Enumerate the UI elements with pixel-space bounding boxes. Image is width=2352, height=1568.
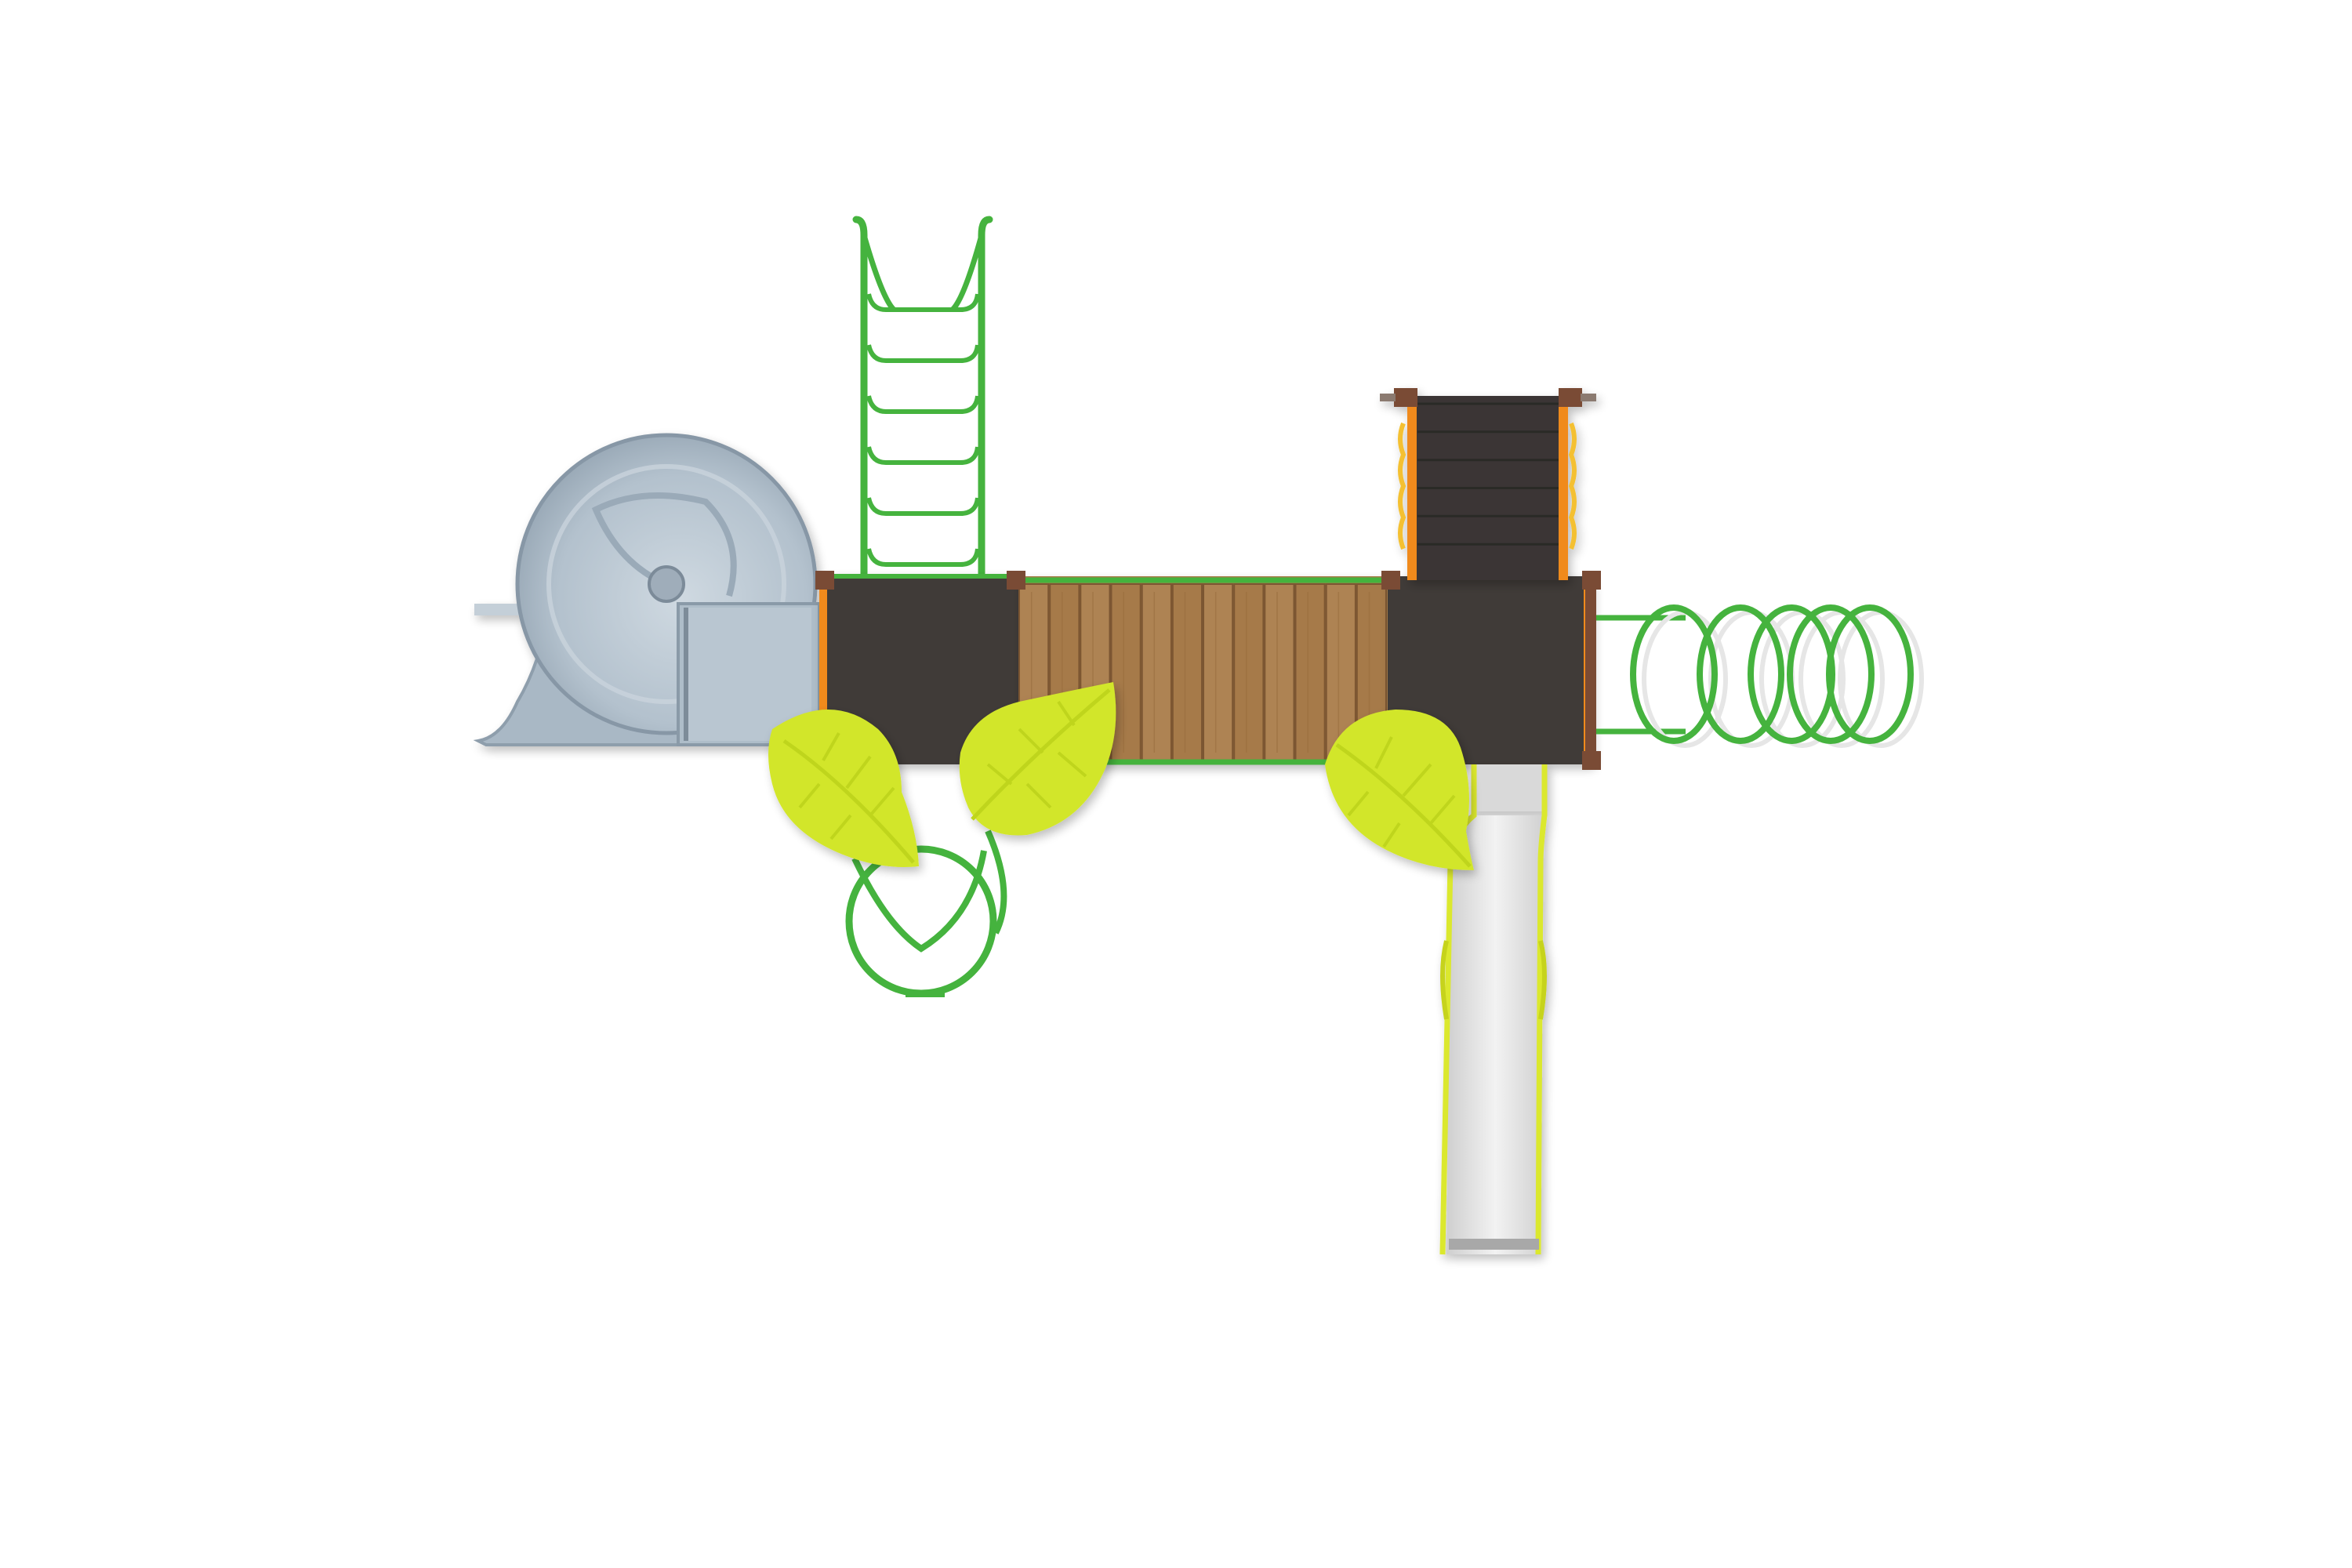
bridge-plank [1233, 583, 1265, 761]
tunnel-ring [1630, 604, 1718, 744]
ring-tunnel[interactable] [1585, 579, 1924, 767]
ladder-rung [866, 446, 980, 465]
bridge-plank [1203, 583, 1234, 761]
tunnel-ring [1787, 604, 1875, 744]
ladder-rung [866, 293, 980, 312]
bridge-plank [1110, 583, 1142, 761]
tunnel-ring [1826, 604, 1914, 744]
leaf-panel-2 [959, 682, 1116, 836]
bridge-plank [1294, 583, 1326, 761]
ladder-rung [866, 395, 980, 414]
stairs[interactable] [1380, 388, 1596, 580]
leaf-panel-1 [768, 710, 919, 867]
loop-climber[interactable] [845, 829, 1007, 997]
leaf-panel-3 [1325, 710, 1474, 870]
bridge-plank [1141, 583, 1172, 761]
ladder-rung [866, 344, 980, 363]
stair-steps [1417, 402, 1559, 546]
ladder-rungs [866, 293, 980, 567]
bridge-plank [1171, 583, 1203, 761]
tunnel-ring [1697, 604, 1784, 744]
ladder [852, 216, 993, 580]
ladder-rung [866, 497, 980, 516]
ladder-rung [866, 548, 980, 567]
bridge-plank [1264, 583, 1295, 761]
tunnel-rings [1630, 604, 1924, 748]
spiral-slide [473, 433, 821, 746]
